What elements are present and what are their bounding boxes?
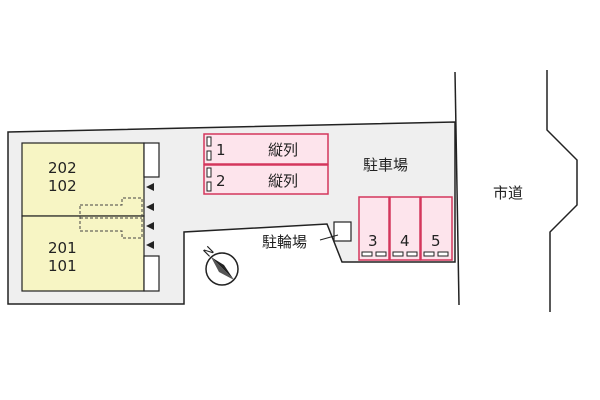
road-edge-left [454,71,460,306]
parking-space-3-box [358,196,390,261]
parking-space-2-type: 縦列 [268,172,298,190]
parking-label: 駐車場 [363,156,408,174]
bicycle-parking-leader-line [319,234,339,241]
entrance-arrow-icon [146,183,154,191]
wheel-stop-icon [361,251,373,257]
wheel-stop-icon [206,150,212,161]
wheel-stop-icon [423,251,435,257]
wheel-stop-icon [206,167,212,178]
wheel-stop-icon [392,251,404,257]
compass-icon: N [201,244,239,286]
wheel-stop-icon [406,251,418,257]
unit-number-201: 201 [48,239,77,257]
compass-needle-tail-icon [211,257,234,280]
balcony-lower [143,255,160,292]
unit-number-102: 102 [48,177,77,195]
parking-space-4-box [389,196,421,261]
unit-number-101: 101 [48,257,77,275]
parking-space-5-box [420,196,453,261]
parking-space-2-number: 2 [216,172,226,190]
wheel-stop-icon [206,136,212,147]
entrance-arrow-icon [146,203,154,211]
unit-number-202: 202 [48,159,77,177]
wheel-stop-icon [206,181,212,192]
bicycle-parking-label: 駐輪場 [262,233,307,251]
bicycle-parking-box [333,221,352,242]
road-label: 市道 [493,184,523,202]
parking-space-5: 5 [420,196,453,261]
parking-space-3: 3 [358,196,390,261]
wheel-stop-icon [437,251,449,257]
apartment-building: 202 102 201 101 [21,142,160,292]
entrance-arrow-icon [146,222,154,230]
road-edge-right [546,70,578,312]
parking-space-2: 2 縦列 [203,164,329,195]
parking-space-2-box [203,164,329,195]
parking-space-5-number: 5 [431,232,441,250]
parking-space-4-number: 4 [400,232,410,250]
building-upper-unit [21,142,145,217]
parking-space-3-number: 3 [368,232,378,250]
parking-space-4: 4 [389,196,421,261]
wheel-stop-icon [375,251,387,257]
building-lower-unit [21,215,145,292]
parking-space-1-box [203,133,329,165]
parking-space-1: 1 縦列 [203,133,329,165]
balcony-upper [143,142,160,178]
parking-space-1-type: 縦列 [268,141,298,159]
entrance-arrow-icon [146,241,154,249]
parking-space-1-number: 1 [216,141,226,159]
